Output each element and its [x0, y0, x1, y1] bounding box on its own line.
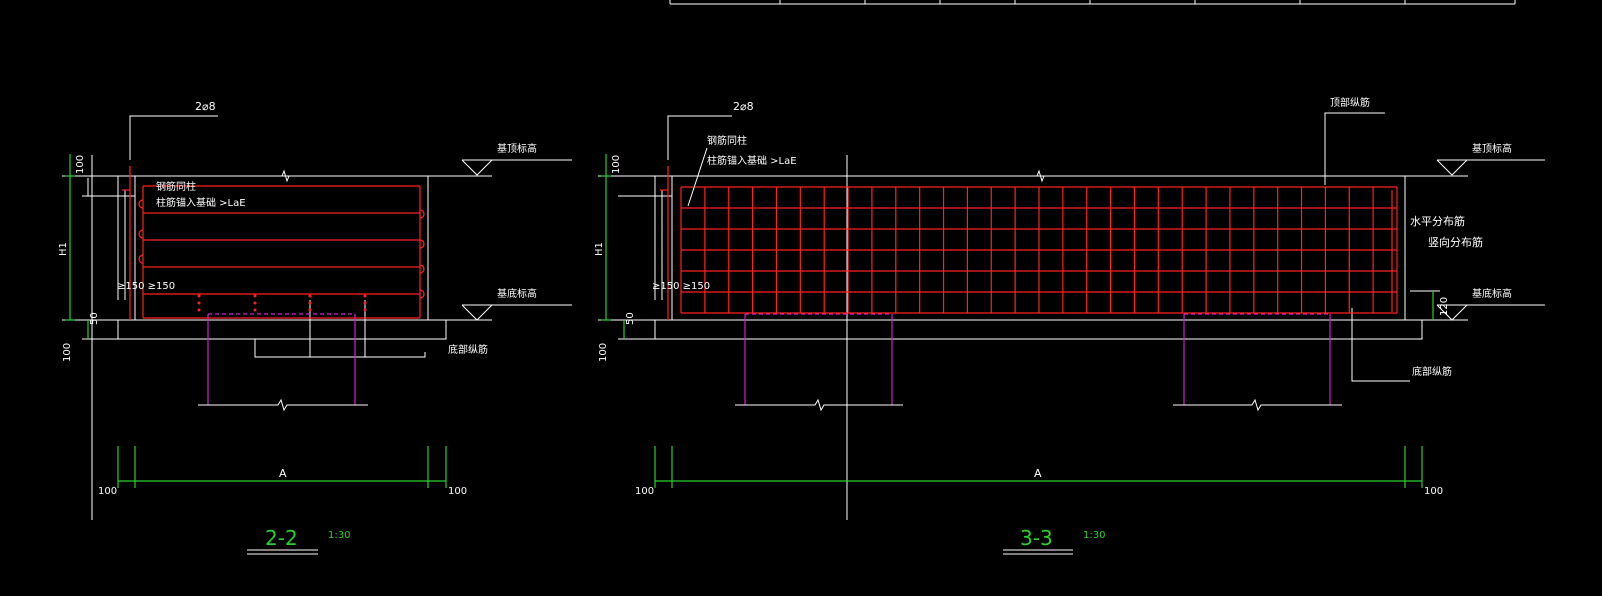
label-rebar-note-2: 柱筋锚入基础 >LaE — [156, 196, 246, 209]
label-dim-50-3: 50 — [625, 312, 636, 325]
label-dim-width-3: A — [1034, 467, 1042, 480]
label-dim-right-3: 100 — [1424, 486, 1443, 497]
label-dim-height-3: H1 — [594, 242, 605, 256]
section-scale-2-2: 1:30 — [328, 530, 350, 541]
label-beam-bottom-elev: 基底标高 — [497, 287, 537, 300]
label-dim-right: 100 — [448, 486, 467, 497]
section-2-2: 2⌀8 钢筋同柱 柱筋锚入基础 >LaE 基顶标高 基底标高 底部纵筋 ≥150… — [58, 100, 572, 555]
label-dim-bottom-3: 100 — [598, 343, 609, 362]
label-dim-bottom: 100 — [62, 343, 73, 362]
label-dim-150-3: ≥150 ≥150 — [652, 281, 710, 292]
label-dim-width: A — [279, 467, 287, 480]
label-horiz-rebar: 水平分布筋 — [1410, 214, 1465, 228]
schedule-table-fragment — [669, 0, 1516, 5]
section-scale-3-3: 1:30 — [1083, 530, 1105, 541]
label-top-long-rebar: 顶部纵筋 — [1330, 96, 1370, 109]
label-dim-50: 50 — [89, 312, 100, 325]
label-rebar-note-2-3: 柱筋锚入基础 >LaE — [707, 154, 797, 167]
section-3-3: 2⌀8 钢筋同柱 柱筋锚入基础 >LaE 顶部纵筋 基顶标高 基底标高 水平分布… — [594, 96, 1545, 555]
label-beam-bottom-elev-3: 基底标高 — [1472, 287, 1512, 300]
label-dim-top: 100 — [75, 155, 86, 174]
label-dim-150: ≥150 ≥150 — [117, 281, 175, 292]
section-title-2-2: 2-2 — [265, 526, 298, 550]
rebar-grid-3-3[interactable] — [680, 186, 1398, 314]
rebar-2-2 — [122, 166, 425, 320]
rebar-3-3-side — [660, 166, 1393, 320]
dimensions-3-3 — [601, 154, 1434, 488]
label-dim-120: 120 — [1439, 297, 1450, 316]
label-top-rebar-3: 2⌀8 — [733, 100, 754, 113]
label-bottom-rebar-3: 底部纵筋 — [1412, 365, 1452, 378]
footing-3-3 — [744, 313, 1331, 405]
label-dim-left: 100 — [98, 486, 117, 497]
label-beam-top-elev-3: 基顶标高 — [1472, 142, 1512, 155]
label-dim-height: H1 — [58, 242, 69, 256]
label-top-rebar: 2⌀8 — [195, 100, 216, 113]
label-rebar-note-1: 钢筋同柱 — [156, 180, 196, 193]
dimensions-2-2 — [65, 154, 447, 488]
label-bottom-rebar: 底部纵筋 — [448, 343, 488, 356]
label-dim-left-3: 100 — [635, 486, 654, 497]
rebar-dots-2-2 — [197, 294, 367, 312]
footing-2-2 — [207, 313, 356, 405]
label-dim-top-3: 100 — [611, 155, 622, 174]
label-rebar-note-1-3: 钢筋同柱 — [707, 134, 747, 147]
section-title-3-3: 3-3 — [1020, 526, 1053, 550]
label-vert-rebar: 竖向分布筋 — [1428, 235, 1483, 249]
label-beam-top-elev: 基顶标高 — [497, 142, 537, 155]
